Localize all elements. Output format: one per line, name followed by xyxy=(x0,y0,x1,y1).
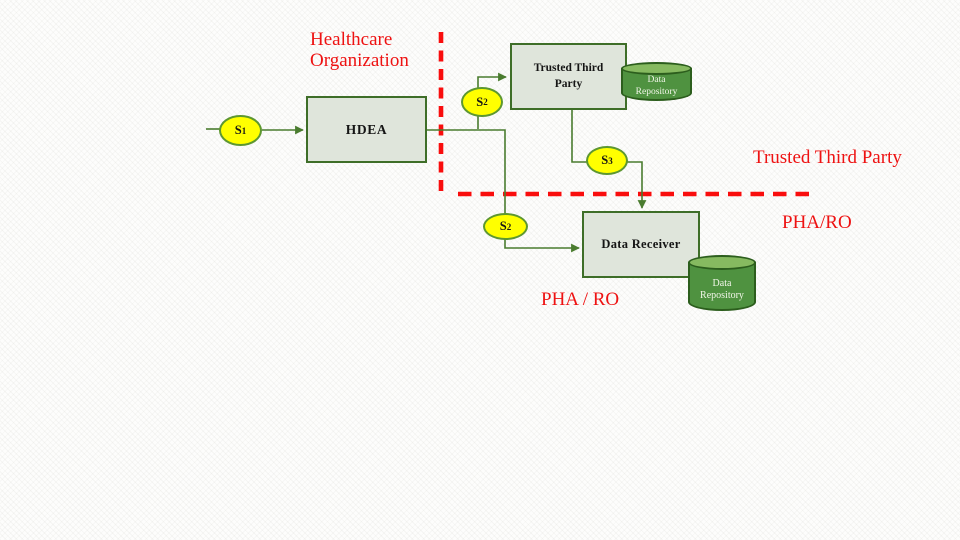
data-repository-label-line2: Repository xyxy=(635,86,678,97)
step-s1-label: S xyxy=(234,123,242,137)
data-repository-label-line1: Data xyxy=(647,75,666,86)
step-s2-lower-index: 2 xyxy=(506,221,512,232)
step-s2-upper-index: 2 xyxy=(483,97,488,107)
healthcare-organization-line1: Healthcare xyxy=(310,29,393,50)
data-repository-label: Data Repository xyxy=(688,268,756,311)
data-repository-label: Data Repository xyxy=(621,72,692,101)
pha-ro-bottom-label: PHA / RO xyxy=(541,289,620,310)
healthcare-organization-line2: Organization xyxy=(310,50,409,71)
step-s3-index: 3 xyxy=(608,155,613,166)
cylinder-lid xyxy=(688,255,756,270)
step-s1-index: 1 xyxy=(241,125,247,136)
trusted-third-party-region-label: Trusted Third Party xyxy=(753,147,902,168)
step-s2-lower-label: S xyxy=(499,219,507,233)
data-repository-cylinder-bottom: Data Repository xyxy=(688,255,756,311)
cylinder-body xyxy=(688,262,756,311)
trusted-third-party-node: Trusted Third Party xyxy=(510,43,627,110)
connector-hdea-to-data-receiver xyxy=(427,129,580,253)
step-s2-upper-label: S xyxy=(476,94,484,109)
step-s3-label: S xyxy=(601,153,609,167)
hdea-node: HDEA xyxy=(306,96,427,163)
data-receiver-node: Data Receiver xyxy=(582,211,700,278)
data-repository-label-line2: Repository xyxy=(700,289,744,301)
data-receiver-node-label: Data Receiver xyxy=(601,237,681,251)
healthcare-organization-label: Healthcare Organization xyxy=(310,29,409,71)
hdea-node-label: HDEA xyxy=(345,121,388,137)
trusted-third-party-node-label: Trusted Third Party xyxy=(533,61,604,90)
pha-ro-region-label: PHA/RO xyxy=(782,212,852,233)
data-repository-label-line1: Data xyxy=(712,277,732,289)
cylinder-lid xyxy=(621,62,692,75)
data-repository-cylinder-top: Data Repository xyxy=(621,62,692,101)
